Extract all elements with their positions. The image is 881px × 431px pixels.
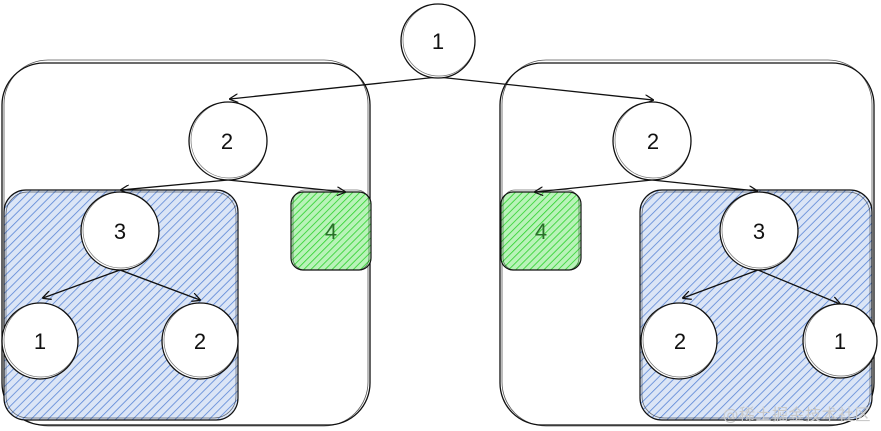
node-right-leaf-2-label: 2 <box>674 329 686 354</box>
edge-left-3-to-1 <box>43 269 121 298</box>
node-root-label: 1 <box>432 29 444 54</box>
edge-root-to-left-2 <box>230 76 439 99</box>
edge-left-3-to-2 <box>119 269 200 300</box>
node-right-leaf-2: 2 <box>640 302 718 380</box>
node-left-leaf-1: 1 <box>1 302 79 380</box>
node-right-2-label: 2 <box>647 129 659 154</box>
edge-right-2-to-4 <box>535 179 653 192</box>
right-green-leaf-label: 4 <box>535 219 547 244</box>
edge-root-to-right-2 <box>437 76 653 100</box>
right-green-leaf-box <box>500 189 582 271</box>
node-left-2-label: 2 <box>221 129 233 154</box>
node-left-3: 3 <box>80 191 160 271</box>
edge-left-2-to-3 <box>121 179 229 190</box>
node-left-leaf-2: 2 <box>161 302 239 380</box>
node-right-leaf-1-label: 1 <box>834 329 846 354</box>
left-green-leaf-box <box>290 189 372 271</box>
edge-right-3-to-2 <box>683 269 759 298</box>
node-left-2: 2 <box>188 101 268 181</box>
node-left-3-label: 3 <box>114 219 126 244</box>
node-right-2: 2 <box>612 101 692 181</box>
left-green-leaf-label: 4 <box>325 219 337 244</box>
edge-right-3-to-1 <box>757 269 840 304</box>
edge-right-2-to-3 <box>651 179 757 191</box>
watermark-text: @稀土掘金技术社区 <box>722 405 871 424</box>
edge-left-2-to-4 <box>227 179 345 192</box>
node-right-leaf-1: 1 <box>802 303 878 379</box>
node-left-leaf-2-label: 2 <box>194 329 206 354</box>
node-right-3: 3 <box>719 191 799 271</box>
node-left-leaf-1-label: 1 <box>34 329 46 354</box>
edges <box>43 76 840 304</box>
node-right-3-label: 3 <box>753 219 765 244</box>
node-root: 1 <box>400 3 476 79</box>
